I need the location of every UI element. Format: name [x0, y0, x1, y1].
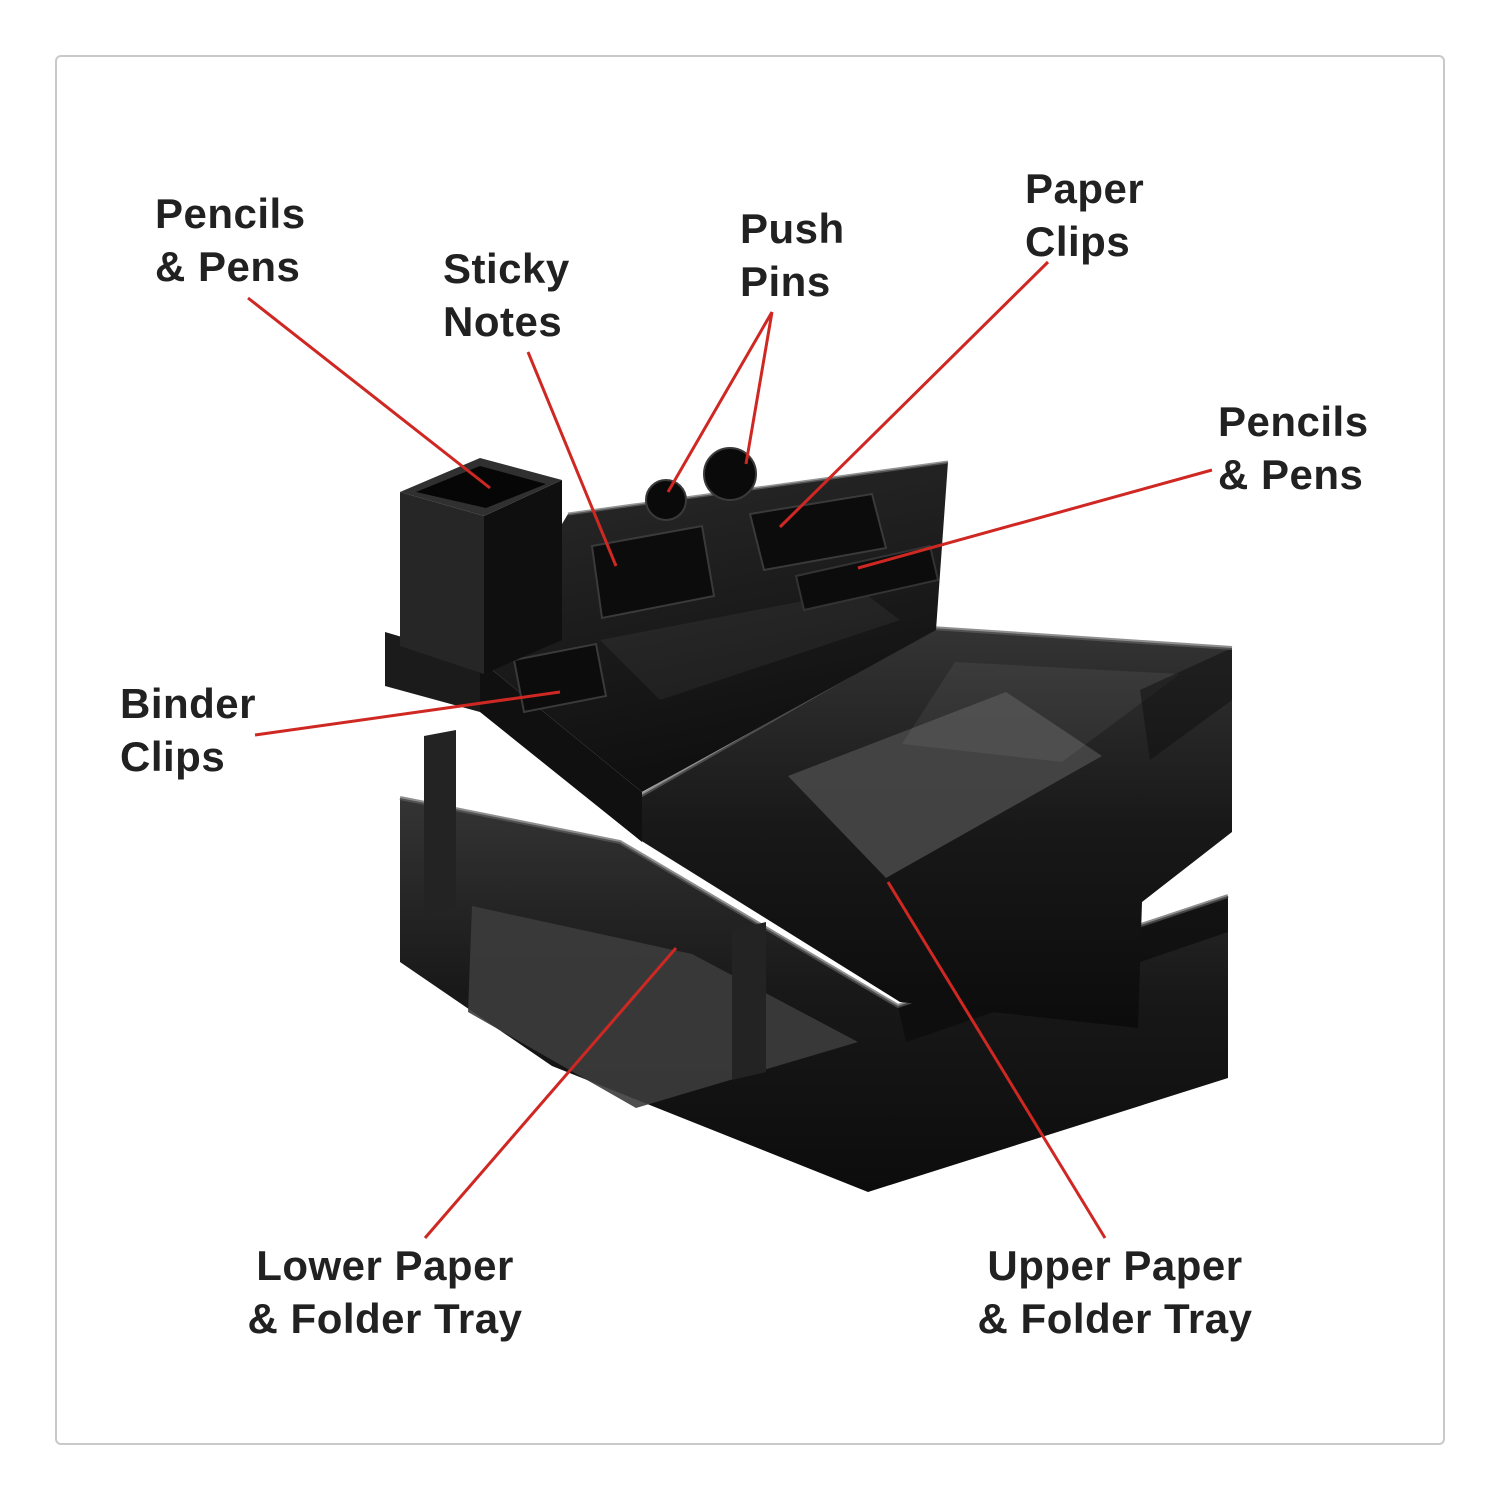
label-line: Binder: [120, 680, 257, 727]
leader-line-push-pins-a: [666, 311, 774, 493]
leader-line-binder-clips: [254, 690, 561, 737]
support-post-left: [424, 730, 456, 914]
leader-line-lower-tray: [423, 947, 678, 1239]
leader-line-sticky-notes: [526, 351, 618, 567]
label-pencils-pens-right: Pencils & Pens: [1218, 396, 1369, 501]
upper-tray-floor: [788, 692, 1102, 878]
label-line: & Pens: [155, 242, 301, 290]
label-line: Notes: [443, 297, 563, 345]
label-line: Clips: [120, 732, 226, 780]
organizer-left-side: [385, 632, 480, 712]
label-upper-paper-folder-tray: Upper Paper & Folder Tray: [960, 1240, 1270, 1345]
leader-line-pencils-pens-right: [857, 468, 1213, 570]
label-paper-clips: Paper Clips: [1025, 163, 1144, 268]
label-line: Paper: [1025, 165, 1145, 212]
upper-tray-right-inner-shadow: [1140, 648, 1232, 760]
push-pin-hole-small: [645, 479, 687, 521]
leader-line-paper-clips: [778, 260, 1050, 529]
organizer-front-face: [480, 660, 642, 842]
label-line: & Pens: [1218, 450, 1364, 498]
label-push-pins: Push Pins: [740, 203, 845, 308]
support-post-front: [732, 922, 766, 1080]
push-pin-hole-large: [703, 447, 757, 501]
leader-lines: [247, 260, 1213, 1239]
leader-line-push-pins-b: [744, 311, 774, 465]
desk-organizer-product: [385, 447, 1233, 1192]
sticky-notes-well: [590, 524, 716, 620]
pencil-cup-left-face: [400, 492, 484, 674]
label-lower-paper-folder-tray: Lower Paper & Folder Tray: [230, 1240, 540, 1345]
pencil-cup-right-face: [484, 480, 562, 674]
pencil-cup-opening: [416, 466, 546, 508]
leader-line-pencils-pens-left: [247, 296, 491, 490]
label-sticky-notes: Sticky Notes: [443, 243, 570, 348]
pencil-groove: [794, 544, 940, 612]
label-pencils-pens-left: Pencils & Pens: [155, 188, 306, 293]
label-line: Lower Paper: [256, 1242, 514, 1289]
label-line: & Folder Tray: [977, 1294, 1253, 1342]
label-line: & Folder Tray: [247, 1294, 523, 1342]
deck-edge-highlight: [567, 460, 949, 516]
label-line: Sticky: [443, 245, 570, 292]
label-line: Pencils: [1218, 398, 1369, 445]
label-line: Pins: [740, 257, 831, 305]
paper-clips-tray: [748, 492, 888, 572]
label-line: Clips: [1025, 217, 1131, 265]
label-line: Pencils: [155, 190, 306, 237]
label-line: Push: [740, 205, 845, 252]
image-frame-border: [55, 55, 1445, 1445]
leader-line-upper-tray: [886, 881, 1107, 1239]
upper-tray-gloss: [902, 662, 1180, 762]
label-line: Upper Paper: [987, 1242, 1243, 1289]
lower-paper-tray: [400, 798, 1228, 1192]
label-binder-clips: Binder Clips: [120, 678, 256, 783]
organizer-deck-gloss: [600, 590, 900, 700]
